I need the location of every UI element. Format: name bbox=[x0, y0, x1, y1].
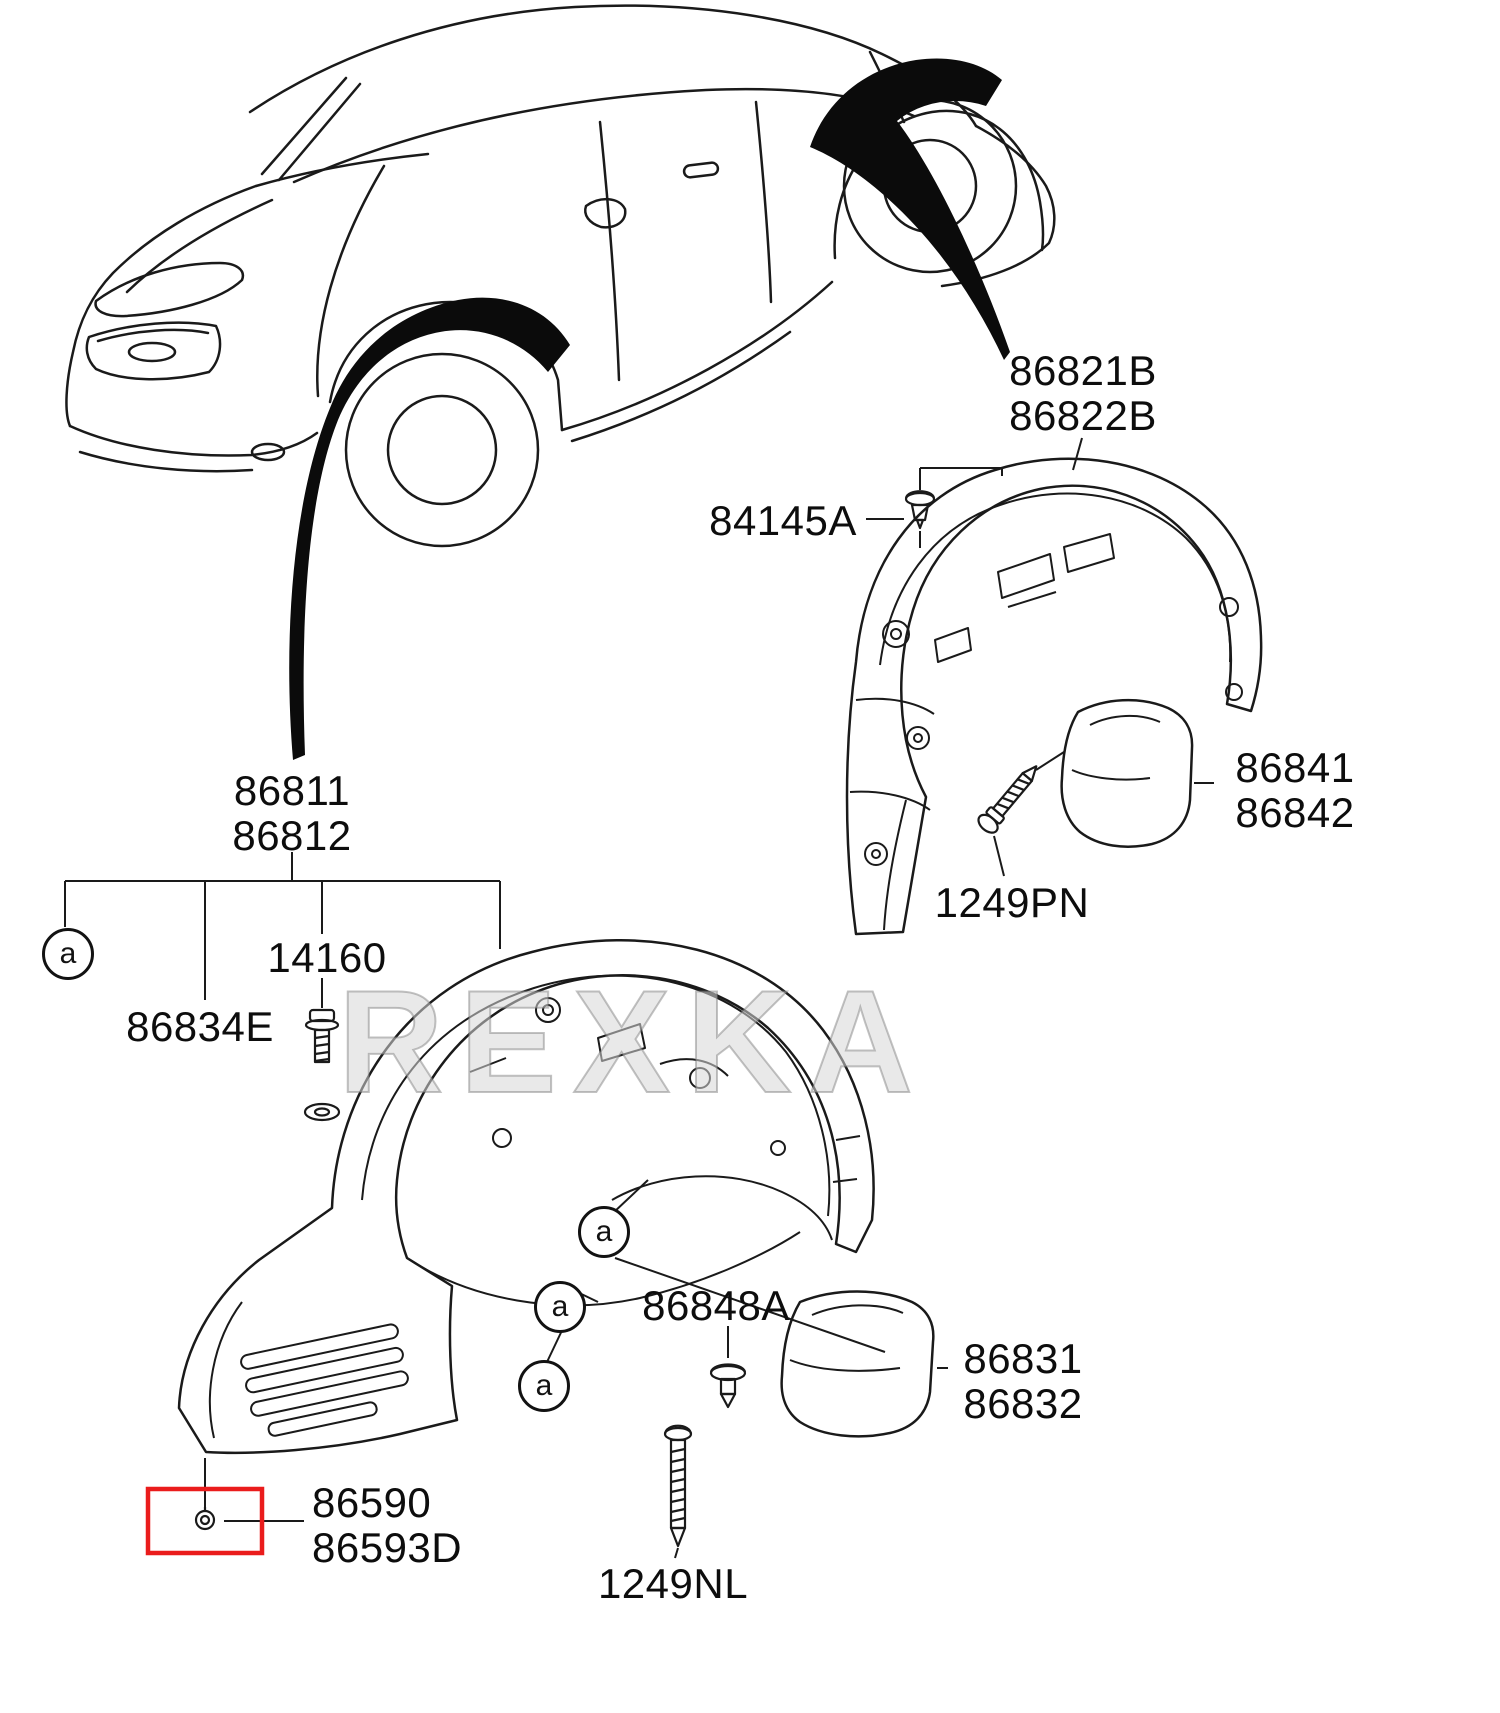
rear-wheel-guard-drawing bbox=[845, 457, 1263, 936]
callout-a-1[interactable]: a bbox=[42, 928, 94, 980]
front-mud-guard-drawing bbox=[780, 1290, 935, 1438]
part-number-line: 86841 bbox=[1235, 744, 1355, 791]
selected-part-highlight[interactable] bbox=[145, 1486, 265, 1556]
rivet-86848a-icon bbox=[709, 1363, 747, 1409]
washer-icon bbox=[303, 1102, 341, 1122]
part-number-line: 86822B bbox=[1009, 392, 1157, 439]
part-number-line: 86821B bbox=[1009, 347, 1157, 394]
part-number-line: 86811 bbox=[233, 767, 351, 814]
part-number-line: 1249PN bbox=[934, 879, 1090, 926]
car-illustration bbox=[65, 4, 1056, 548]
part-label-rear-wheel-guard[interactable]: 86821B 86822B bbox=[973, 348, 1193, 438]
nut-86590-icon bbox=[194, 1507, 216, 1531]
screw-1249pn-icon bbox=[977, 765, 1038, 834]
screw-1249nl-icon bbox=[663, 1424, 693, 1548]
part-label-guard-bolt[interactable]: 14160 bbox=[227, 935, 427, 980]
part-label-rear-mud-guard[interactable]: 86841 86842 bbox=[1210, 745, 1380, 835]
part-label-under-cover-fastener[interactable]: 86590 86593D bbox=[312, 1480, 562, 1570]
callout-letter: a bbox=[59, 937, 77, 970]
part-number-line: 86593D bbox=[312, 1524, 463, 1571]
part-label-rear-mud-guard-screw[interactable]: 1249PN bbox=[902, 880, 1122, 925]
part-number-line: 86812 bbox=[232, 812, 352, 859]
part-number-line: 86831 bbox=[963, 1335, 1083, 1382]
callout-a-3[interactable]: a bbox=[534, 1281, 586, 1333]
front-wheel-arrow bbox=[289, 297, 570, 760]
part-number-line: 86834E bbox=[126, 1003, 274, 1050]
front-wheel-guard-drawing bbox=[177, 939, 875, 1455]
part-label-guard-clip[interactable]: 86834E bbox=[90, 1004, 310, 1049]
rear-mud-guard-drawing bbox=[1060, 698, 1194, 848]
part-label-guard-rivet[interactable]: 86848A bbox=[606, 1283, 826, 1328]
callout-a-2[interactable]: a bbox=[578, 1206, 630, 1258]
rear-wheel-arrow bbox=[810, 58, 1010, 361]
part-label-front-mud-guard[interactable]: 86831 86832 bbox=[913, 1336, 1133, 1426]
callout-letter: a bbox=[535, 1369, 553, 1402]
callout-letter: a bbox=[551, 1290, 569, 1323]
part-number-line: 14160 bbox=[267, 934, 387, 981]
callout-a-4[interactable]: a bbox=[518, 1360, 570, 1412]
part-number-line: 86832 bbox=[963, 1380, 1083, 1427]
part-number-line: 1249NL bbox=[597, 1560, 749, 1607]
bolt-14160-icon bbox=[304, 1008, 340, 1064]
part-number-line: 86848A bbox=[642, 1282, 790, 1329]
part-label-front-mud-guard-screw[interactable]: 1249NL bbox=[563, 1561, 783, 1606]
part-number-line: 86590 bbox=[312, 1479, 432, 1526]
callout-letter: a bbox=[595, 1215, 613, 1248]
part-label-rear-guard-clip[interactable]: 84145A bbox=[688, 498, 878, 543]
part-number-line: 84145A bbox=[709, 497, 857, 544]
part-label-front-wheel-guard[interactable]: 86811 86812 bbox=[182, 768, 402, 858]
part-number-line: 86842 bbox=[1235, 789, 1355, 836]
clip-84145a-icon bbox=[904, 490, 936, 530]
